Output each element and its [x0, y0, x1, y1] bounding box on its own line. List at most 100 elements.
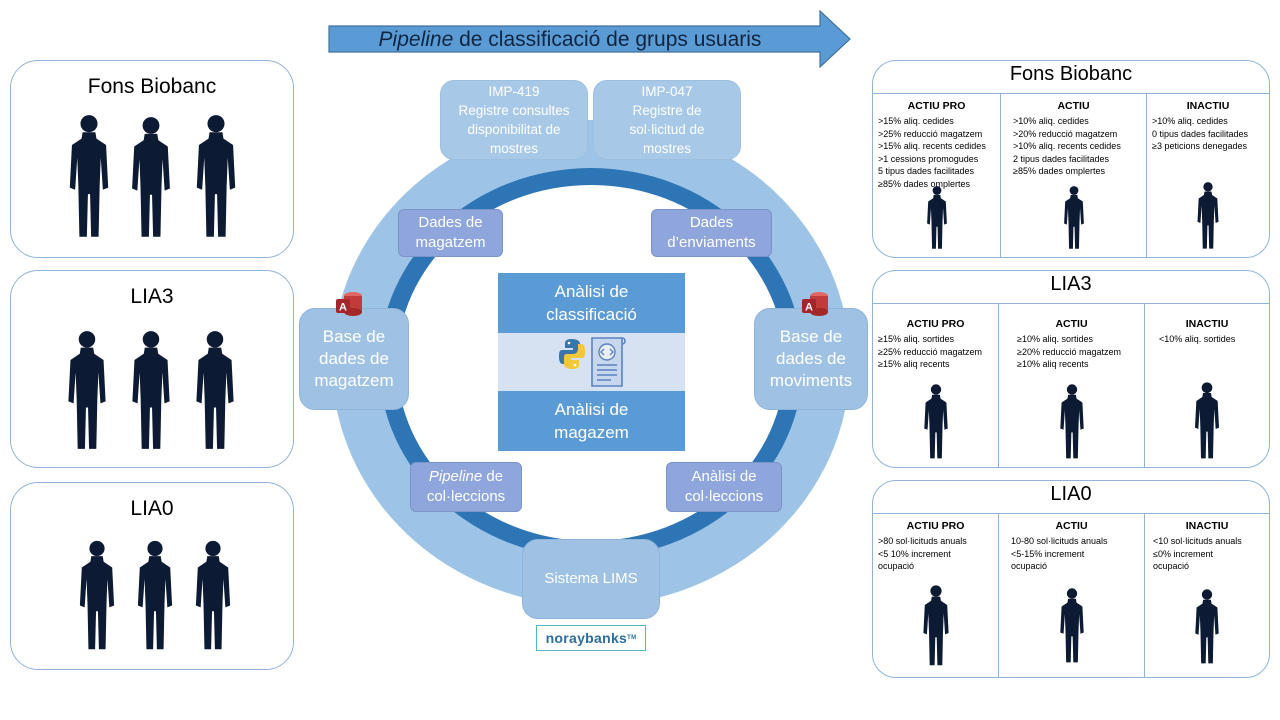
right-panel-columns: ACTIU PRO >15% aliq. cedides >25% reducc…: [873, 93, 1269, 257]
right-panel-columns: ACTIU PRO ≥15% aliq. sortides ≥25% reduc…: [873, 303, 1269, 467]
left-group-fons-biobanc: Fons Biobanc: [10, 60, 294, 258]
pipeline-title: Pipeline de classificació de grups usuar…: [330, 24, 810, 56]
noraybanks-logo-text: noraybanks: [545, 630, 628, 646]
base-magatzem-line: Base de: [322, 327, 386, 346]
imp-419-line: mostres: [489, 141, 538, 156]
criteria-line: 2 tipus dades facilitades: [1013, 153, 1110, 164]
imp-047-code: IMP-047: [641, 84, 693, 99]
person-silhouette-icon: [926, 186, 947, 249]
analisi-classificacio-box: Anàlisi de classificació: [498, 273, 685, 333]
right-panel-columns: ACTIU PRO >80 sol·licituds anuals <5 10%…: [873, 513, 1269, 677]
right-panel-lia0: LIA0 ACTIU PRO >80 sol·licituds anuals <…: [872, 480, 1270, 678]
analisi-colleccions-line: Anàlisi de: [691, 468, 757, 485]
criteria-list: <10 sol·licituds anuals ≤0% increment oc…: [1145, 535, 1269, 573]
criteria-line: <5 10% increment: [878, 548, 951, 559]
analisi-classificacio-line: classificació: [546, 305, 637, 324]
dades-enviaments-line: d’enviaments: [667, 234, 756, 251]
imp-047-line: mostres: [642, 141, 691, 156]
base-moviments-line: moviments: [769, 371, 853, 390]
base-moviments-line: dades de: [776, 349, 846, 368]
dades-magatzem-line: magatzem: [415, 234, 486, 251]
sistema-lims-label: Sistema LIMS: [544, 570, 638, 587]
criteria-line: >15% aliq. recents cedides: [878, 141, 986, 152]
category-heading: INACTIU: [1185, 520, 1229, 532]
left-group-title: LIA0: [130, 497, 174, 520]
criteria-list: ≥10% aliq. sortides ≥20% reducció magatz…: [999, 333, 1144, 371]
base-magatzem-line: dades de: [319, 349, 389, 368]
pipeline-title-italic: Pipeline: [378, 28, 454, 51]
category-heading: ACTIU: [1057, 100, 1090, 112]
criteria-line: ocupació: [1153, 561, 1190, 572]
criteria-line: <5-15% increment: [1011, 548, 1085, 559]
criteria-line: ≥3 peticions denegades: [1152, 141, 1248, 152]
criteria-line: ocupació: [1011, 561, 1048, 572]
person-silhouette-icon: [1195, 589, 1219, 664]
person-silhouette-icon: [1195, 382, 1219, 459]
category-column-actiu: ACTIU >10% aliq. cedides >20% reducció m…: [1001, 94, 1147, 257]
criteria-list: >80 sol·licituds anuals <5 10% increment…: [873, 535, 998, 573]
criteria-list: >10% aliq. cedides >20% reducció magatze…: [1001, 115, 1146, 178]
imp-419-line: Registre consultes: [458, 103, 570, 118]
category-heading: ACTIU: [1055, 318, 1088, 330]
right-panel-title: LIA3: [1050, 273, 1092, 295]
category-column-inactiu: INACTIU <10 sol·licituds anuals ≤0% incr…: [1145, 514, 1269, 677]
pipeline-colleccions-italic: Pipeline: [428, 468, 483, 485]
script-document-icon: [591, 337, 626, 387]
pipeline-colleccions-rest: de: [482, 468, 504, 485]
dades-magatzem-line: Dades de: [418, 214, 483, 231]
criteria-line: >10% aliq. cedides: [1152, 116, 1228, 126]
pipeline-title-rest: de classificació de grups usuaris: [453, 28, 762, 51]
criteria-line: ≥10% aliq recents: [1017, 359, 1089, 370]
base-magatzem-line: magatzem: [314, 371, 394, 390]
dades-magatzem-box: Dades de magatzem: [398, 209, 503, 257]
pipeline-colleccions-box: Pipeline de col·leccions: [410, 462, 522, 512]
left-group-title: LIA3: [130, 285, 174, 308]
imp-419-line: disponibilitat de: [467, 122, 561, 137]
criteria-line: >10% aliq. cedides: [1013, 116, 1089, 126]
criteria-line: >20% reducció magatzem: [1013, 128, 1118, 139]
right-panel-title: Fons Biobanc: [1009, 63, 1133, 85]
analisi-magazem-line: magazem: [554, 423, 629, 442]
center-icon-band: [498, 333, 685, 391]
criteria-line: <10 sol·licituds anuals: [1153, 536, 1242, 546]
criteria-line: 0 tipus dades facilitades: [1152, 128, 1249, 139]
criteria-line: >15% aliq. cedides: [878, 116, 954, 126]
person-silhouette-icon: [68, 331, 234, 449]
category-heading: ACTIU: [1055, 520, 1088, 532]
category-heading: ACTIU PRO: [906, 520, 965, 532]
category-column-actiu: ACTIU ≥10% aliq. sortides ≥20% reducció …: [999, 304, 1145, 467]
base-dades-magatzem-box: Base de dades de magatzem: [299, 308, 409, 410]
person-silhouette-icon: [1197, 182, 1219, 249]
criteria-line: >25% reducció magatzem: [878, 128, 983, 139]
imp-419-box: IMP-419 Registre consultes disponibilita…: [440, 80, 588, 160]
person-silhouette-icon: [1059, 384, 1084, 459]
access-database-icon: [802, 292, 828, 316]
criteria-list: 10-80 sol·licituds anuals <5-15% increme…: [999, 535, 1144, 573]
category-heading: INACTIU: [1185, 318, 1229, 330]
pipeline-colleccions-line1: Pipeline de: [429, 467, 503, 487]
category-column-inactiu: INACTIU >10% aliq. cedides 0 tipus dades…: [1147, 94, 1269, 257]
base-dades-moviments-box: Base de dades de moviments: [754, 308, 868, 410]
right-panel-fons-biobanc: Fons Biobanc ACTIU PRO >15% aliq. cedide…: [872, 60, 1270, 258]
noraybanks-logo-mark: TM: [627, 635, 637, 641]
criteria-line: >10% aliq. recents cedides: [1013, 141, 1121, 152]
criteria-line: 5 tipus dades facilitades: [878, 166, 975, 177]
left-group-lia3: LIA3: [10, 270, 294, 468]
analisi-colleccions-box: Anàlisi de col·leccions: [666, 462, 782, 512]
dades-enviaments-line: Dades: [689, 214, 734, 231]
analisi-colleccions-line: col·leccions: [684, 488, 764, 505]
right-panel-title: LIA0: [1050, 483, 1092, 505]
criteria-line: ≥85% dades omplertes: [1013, 166, 1105, 177]
person-silhouette-icon: [79, 540, 231, 650]
criteria-line: ≥25% reducció magatzem: [878, 346, 982, 357]
analisi-classificacio-line: Anàlisi de: [554, 282, 629, 301]
python-icon: [559, 339, 585, 369]
noraybanks-logo: noraybanksTM: [536, 625, 646, 651]
criteria-line: ≥10% aliq. sortides: [1017, 334, 1093, 344]
category-column-actiu: ACTIU 10-80 sol·licituds anuals <5-15% i…: [999, 514, 1145, 677]
criteria-line: ≥15% aliq recents: [878, 359, 950, 370]
criteria-line: ≥15% aliq. sortides: [878, 334, 954, 344]
criteria-line: >1 cessions promogudes: [878, 153, 979, 164]
dades-enviaments-box: Dades d’enviaments: [651, 209, 772, 257]
imp-047-box: IMP-047 Registre de sol·licitud de mostr…: [593, 80, 741, 160]
